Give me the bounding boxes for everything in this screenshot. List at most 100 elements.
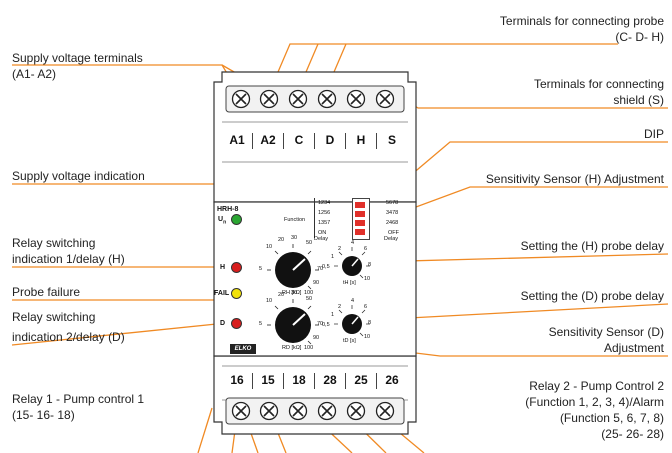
dip-switch-4[interactable] <box>355 229 365 235</box>
sensitivity-d-label: Sensitivity Sensor (D) <box>548 325 664 339</box>
off-delay-1: OFF <box>388 230 399 236</box>
th-scale-4: 4 <box>351 240 355 246</box>
function-on-3: 1357 <box>318 220 331 226</box>
rh-scale-20: 20 <box>278 237 285 243</box>
led-fail-label: FAIL <box>214 290 230 297</box>
function-off-2: 3478 <box>386 210 399 216</box>
terminal-25-label: 25 <box>354 373 368 387</box>
led-un-label: Un <box>218 216 227 226</box>
rh-scale-30: 30 <box>291 235 298 241</box>
dip-switch-2[interactable] <box>355 211 365 217</box>
td-scale-6: 6 <box>364 304 368 310</box>
th-scale-05: 0,5 <box>322 264 330 270</box>
off-delay-2: Delay <box>384 236 399 242</box>
rh-scale-100: 100 <box>304 290 314 296</box>
rh-scale-70: 70 <box>317 266 324 272</box>
rd-scale-30: 30 <box>291 290 298 296</box>
on-delay-1: ON <box>318 230 327 236</box>
td-scale-1: 1 <box>331 312 335 318</box>
relay1-label: Relay 1 - Pump control 1 <box>12 392 145 406</box>
probe-failure-label: Probe failure <box>12 285 81 299</box>
shield-terminals-label: Terminals for connecting <box>533 77 664 91</box>
function-off-3: 2468 <box>386 220 399 226</box>
th-scale-6: 6 <box>364 246 368 252</box>
rd-scale-100: 100 <box>304 345 314 351</box>
model-label: HRH-8 <box>217 206 239 213</box>
on-delay-2: Delay <box>314 236 329 242</box>
rh-label: RH [kΩ] <box>282 290 302 296</box>
dip-switch[interactable] <box>352 198 370 240</box>
brand-logo: ELKO <box>230 344 256 354</box>
relay2-label: Relay 2 - Pump Control 2 <box>529 379 664 393</box>
td-scale-2: 2 <box>338 304 342 310</box>
function-off-1: 5678 <box>386 200 399 206</box>
th-scale-1: 1 <box>331 254 335 260</box>
th-knob[interactable] <box>330 244 374 288</box>
sensitivity-h-label: Sensitivity Sensor (H) Adjustment <box>485 172 664 186</box>
d-delay-label: Setting the (D) probe delay <box>520 289 664 303</box>
th-scale-2: 2 <box>338 246 342 252</box>
relay2-terminals-label: (25- 26- 28) <box>601 427 664 441</box>
supply-indication-label: Supply voltage indication <box>12 169 145 183</box>
rd-scale-50: 50 <box>306 296 313 302</box>
rd-label: RD [kΩ] <box>282 345 302 351</box>
td-scale-10: 10 <box>364 334 371 340</box>
shield-terminals-sub: shield (S) <box>613 93 664 107</box>
td-label: tD [s] <box>343 338 356 344</box>
dip-switch-3[interactable] <box>355 220 365 226</box>
td-knob[interactable] <box>330 302 374 346</box>
terminal-h-label: H <box>356 133 366 147</box>
function-on-1: 1234 <box>318 200 331 206</box>
terminal-15-label: 15 <box>261 373 275 387</box>
rd-scale-10: 10 <box>266 298 273 304</box>
th-scale-10: 10 <box>364 276 371 282</box>
terminal-s-label: S <box>387 133 396 147</box>
terminal-18-label: 18 <box>292 373 306 387</box>
relay1-indication-sub: indication 1/delay (H) <box>12 252 125 266</box>
terminal-d-label: D <box>325 133 335 147</box>
top-terminal-labels: A1 A2 C D H S <box>222 133 408 149</box>
rh-scale-5: 5 <box>259 266 263 272</box>
led-fail-yellow <box>231 288 242 299</box>
relay2-indication-sub: indication 2/delay (D) <box>12 330 125 344</box>
probe-terminals-sub: (C- D- H) <box>615 30 664 44</box>
terminal-16-label: 16 <box>230 373 244 387</box>
dip-label: DIP <box>643 127 664 141</box>
relay2-indication-label: Relay switching <box>12 310 96 324</box>
led-d-label: D <box>220 320 226 327</box>
function-label: Function <box>284 217 306 223</box>
rd-knob[interactable] <box>258 290 328 360</box>
rd-scale-70: 70 <box>317 321 324 327</box>
terminal-c-label: C <box>294 133 304 147</box>
led-relay2-red <box>231 318 242 329</box>
terminal-26-label: 26 <box>385 373 399 387</box>
td-scale-4: 4 <box>351 298 355 304</box>
function-bracket <box>314 198 315 238</box>
terminal-28-label: 28 <box>323 373 337 387</box>
bottom-terminal-labels: 16 15 18 28 25 26 <box>222 373 408 389</box>
rd-scale-20: 20 <box>278 292 285 298</box>
supply-terminals-sub: (A1- A2) <box>12 67 57 81</box>
supply-terminals-label: Supply voltage terminals <box>12 51 143 65</box>
relay2-function-label: (Function 1, 2, 3, 4)/Alarm <box>525 395 664 409</box>
led-h-label: H <box>220 264 226 271</box>
td-scale-8: 8 <box>368 320 372 326</box>
rh-scale-10: 10 <box>266 244 273 250</box>
terminal-screws <box>231 89 395 421</box>
rh-knob[interactable] <box>258 235 328 305</box>
led-supply-green <box>231 214 242 225</box>
h-delay-label: Setting the (H) probe delay <box>520 239 664 253</box>
rd-scale-5: 5 <box>259 321 263 327</box>
th-scale-8: 8 <box>368 262 372 268</box>
terminal-a1-label: A1 <box>229 133 245 147</box>
relay-device <box>213 71 417 435</box>
terminal-a2-label: A2 <box>260 133 276 147</box>
dip-switch-1[interactable] <box>355 202 365 208</box>
relay1-indication-label: Relay switching <box>12 236 96 250</box>
relay1-terminals-label: (15- 16- 18) <box>12 408 75 422</box>
th-label: tH [s] <box>343 280 356 286</box>
led-relay1-red <box>231 262 242 273</box>
td-scale-05: 0,5 <box>322 322 330 328</box>
relay2-alarm-label: (Function 5, 6, 7, 8) <box>559 411 664 425</box>
rd-scale-90: 90 <box>313 335 320 341</box>
